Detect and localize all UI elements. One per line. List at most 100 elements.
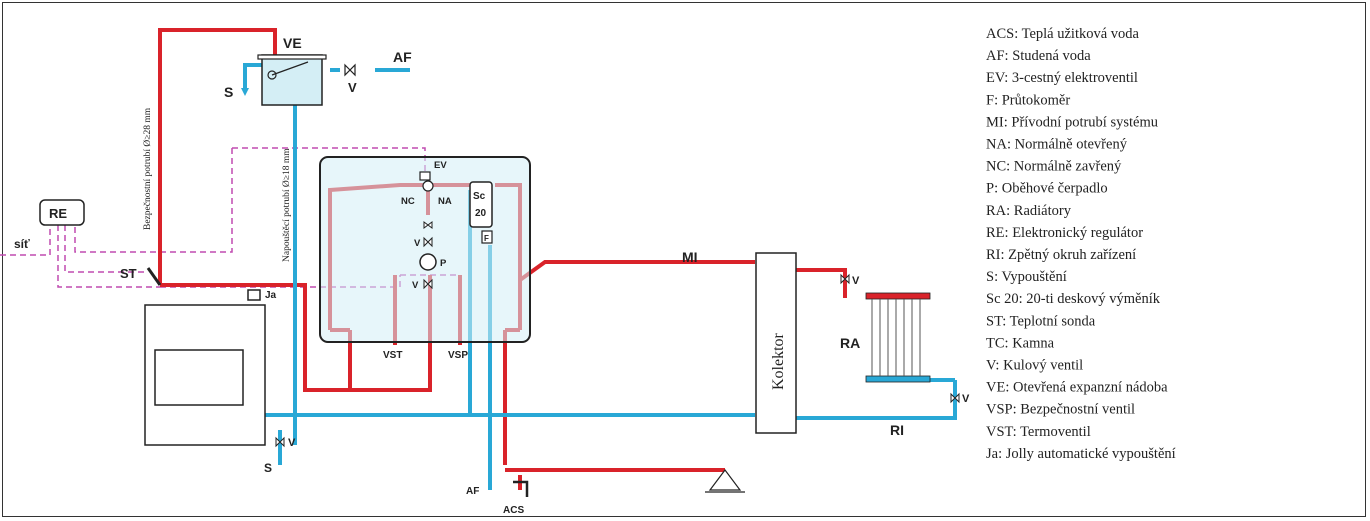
legend-item: VST: Termoventil <box>986 424 1091 440</box>
legend-code: RI: <box>986 247 1008 263</box>
re-label: RE <box>49 206 67 221</box>
legend-code: NA: <box>986 137 1015 153</box>
legend-item: RI: Zpětný okruh zařízení <box>986 247 1136 263</box>
legend-code: Sc 20: <box>986 291 1026 307</box>
legend-code: Ja: <box>986 446 1006 462</box>
legend-item: S: Vypouštění <box>986 269 1067 285</box>
legend-text: Normálně zavřený <box>1014 159 1122 175</box>
legend-text: Jolly automatické vypouštění <box>1006 446 1176 462</box>
legend-text: Bezpečnostní ventil <box>1020 402 1135 418</box>
ev-actuator-icon <box>419 171 431 181</box>
f-label: F <box>484 234 489 243</box>
sc-num-label: 20 <box>475 208 487 219</box>
ja-label: Ja <box>265 290 277 301</box>
check-valve-icon <box>423 221 433 229</box>
ball-valve-icon <box>423 236 433 248</box>
temp-probe-icon <box>146 267 162 286</box>
legend-code: NC: <box>986 159 1014 175</box>
legend-item: F: Průtokoměr <box>986 92 1070 108</box>
s-bottom-label: S <box>264 461 272 475</box>
ball-valve-icon <box>344 63 356 77</box>
sit-label: síť <box>14 237 30 251</box>
legend-text: Termoventil <box>1020 424 1091 440</box>
acs-label: ACS <box>503 505 524 516</box>
v-ra-top-label: V <box>852 275 860 287</box>
legend-code: RA: <box>986 203 1014 219</box>
bottom-fittings: V S AF ACS <box>264 436 745 516</box>
flow-meter-icon <box>481 230 493 244</box>
legend-text: Teplotní sonda <box>1010 313 1096 329</box>
legend-item: MI: Přívodní potrubí systému <box>986 114 1158 130</box>
ra-label: RA <box>840 335 860 351</box>
p-label: P <box>440 258 447 269</box>
vst-label: VST <box>383 350 402 361</box>
af-top-label: AF <box>393 49 412 65</box>
legend-text: Zpětný okruh zařízení <box>1008 247 1136 263</box>
drain-arrow-icon <box>241 88 249 96</box>
vsp-label: VSP <box>448 350 468 361</box>
sc-label: Sc <box>473 191 486 202</box>
legend-code: VST: <box>986 424 1020 440</box>
st-label: ST <box>120 266 137 281</box>
legend-item: P: Oběhové čerpadlo <box>986 181 1108 197</box>
legend-code: EV: <box>986 70 1012 86</box>
legend-code: AF: <box>986 48 1012 64</box>
kolektor-label: Kolektor <box>770 332 787 390</box>
expansion-tank: VE AF S V <box>224 35 412 106</box>
legend-code: VSP: <box>986 402 1020 418</box>
v-ra-bottom-label: V <box>962 393 970 405</box>
legend-text: Elektronický regulátor <box>1012 225 1143 241</box>
nc-label: NC <box>401 196 415 207</box>
legend-code: ACS: <box>986 26 1022 42</box>
legend-text: Studená voda <box>1012 48 1091 64</box>
v-mid-label: V <box>414 238 421 249</box>
three-way-valve-icon <box>422 180 434 192</box>
legend-item: VE: Otevřená expanzní nádoba <box>986 380 1168 396</box>
ball-valve-icon <box>950 392 960 404</box>
safety-pipe-note: Bezpečnostní potrubí Ø≥28 mm <box>143 107 153 230</box>
ball-valve-icon <box>423 278 433 290</box>
legend-item: Ja: Jolly automatické vypouštění <box>986 446 1176 462</box>
legend-code: RE: <box>986 225 1012 241</box>
legend-text: 20-ti deskový výměník <box>1026 291 1160 307</box>
legend-item: RE: Elektronický regulátor <box>986 225 1143 241</box>
v-bottom-label: V <box>288 437 296 449</box>
na-label: NA <box>438 196 452 207</box>
ball-valve-icon <box>275 436 285 448</box>
legend-item: TC: Kamna <box>986 335 1055 351</box>
boiler: Ja ST <box>120 266 277 446</box>
legend-item: Sc 20: 20-ti deskový výměník <box>986 291 1161 307</box>
radiator: RA V V <box>840 273 970 405</box>
ev-label: EV <box>434 160 447 171</box>
legend-item: AF: Studená voda <box>986 48 1091 64</box>
collector: Kolektor MI RI <box>682 249 904 438</box>
ve-label: VE <box>283 35 302 51</box>
legend-text: Průtokoměr <box>1002 92 1071 108</box>
legend-item: VSP: Bezpečnostní ventil <box>986 402 1135 418</box>
hydraulic-module: EV NC NA V P V Sc 20 F VST VSP <box>319 156 531 361</box>
ground-support-icon <box>708 469 742 491</box>
regulator: RE síť <box>14 199 85 251</box>
legend-text: 3-cestný elektroventil <box>1012 70 1138 86</box>
plate-exchanger-icon <box>469 181 493 228</box>
legend-text: Přívodní potrubí systému <box>1011 114 1158 130</box>
legend-text: Teplá užitková voda <box>1022 26 1140 42</box>
mi-label: MI <box>682 249 698 265</box>
legend-item: V: Kulový ventil <box>986 358 1083 374</box>
ball-valve-icon <box>840 273 850 285</box>
legend-code: F: <box>986 92 1002 108</box>
ri-label: RI <box>890 422 904 438</box>
legend-code: VE: <box>986 380 1013 396</box>
tap-icon <box>513 480 529 497</box>
legend-text: Vypouštění <box>1001 269 1066 285</box>
legend-text: Kulový ventil <box>1003 358 1083 374</box>
legend-text: Otevřená expanzní nádoba <box>1013 380 1168 396</box>
legend-item: NA: Normálně otevřený <box>986 137 1128 153</box>
legend-item: ACS: Teplá užitková voda <box>986 26 1140 42</box>
legend-text: Oběhové čerpadlo <box>1002 181 1108 197</box>
legend-code: ST: <box>986 313 1010 329</box>
v-pump-label: V <box>412 280 419 291</box>
